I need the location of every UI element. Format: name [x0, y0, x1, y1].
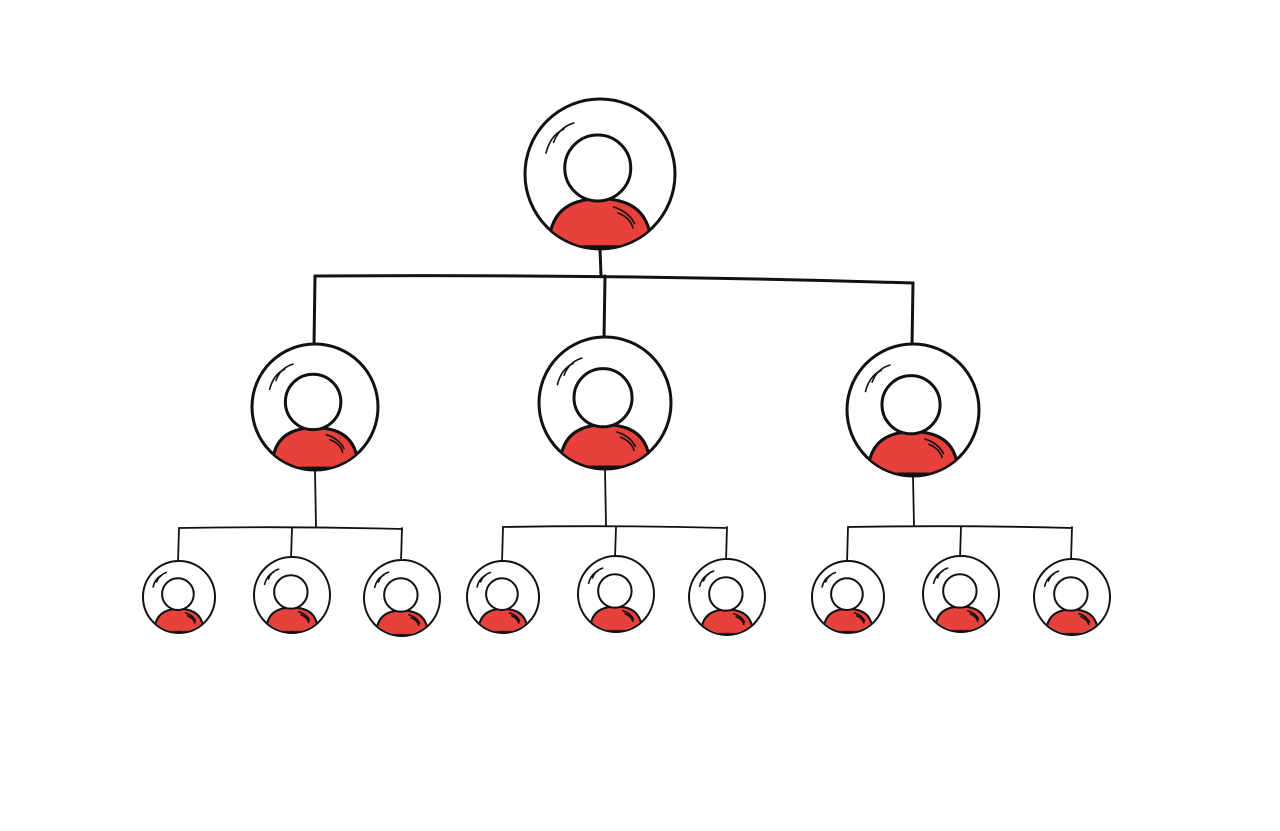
- gloss-mark: [329, 438, 344, 454]
- gloss-mark: [928, 443, 943, 459]
- gloss-mark: [735, 615, 745, 626]
- gloss-mark: [556, 362, 575, 386]
- gloss-mark: [1078, 612, 1091, 623]
- person-avatar-icon: [688, 558, 766, 636]
- connector-drop: [614, 526, 617, 559]
- gloss-mark: [508, 612, 521, 622]
- gloss-mark: [268, 368, 286, 391]
- gloss-mark: [617, 212, 634, 229]
- gloss-mark: [325, 433, 345, 450]
- avatar-head: [273, 574, 309, 610]
- gloss-mark: [864, 369, 883, 393]
- gloss-mark: [263, 571, 275, 586]
- gloss-mark: [821, 574, 832, 588]
- gloss-mark: [300, 613, 310, 624]
- person-avatar-icon: [577, 555, 655, 633]
- connector-lines: [177, 247, 1073, 564]
- connector-drop: [177, 527, 180, 564]
- gloss-mark: [855, 614, 865, 624]
- connector-trunk: [598, 247, 603, 277]
- person-avatar-icon: [1033, 558, 1111, 636]
- connector-bar: [178, 526, 403, 530]
- gloss-mark: [624, 612, 634, 623]
- connector-drop: [602, 274, 607, 341]
- gloss-mark: [298, 610, 311, 621]
- avatar-head: [383, 577, 419, 613]
- connector-bar: [502, 525, 728, 529]
- avatar-head: [485, 577, 519, 611]
- gloss-mark: [967, 609, 980, 620]
- person-avatar-icon: [250, 342, 380, 472]
- gloss-mark: [545, 128, 565, 154]
- connector-drop: [1070, 526, 1073, 562]
- connector-drop: [846, 526, 849, 564]
- avatar-head: [563, 133, 633, 203]
- person-avatar-icon: [253, 556, 331, 634]
- connector-drop: [400, 527, 403, 563]
- connector-bar: [313, 274, 915, 285]
- gloss-mark: [1043, 573, 1055, 588]
- gloss-mark: [616, 431, 637, 448]
- person-avatar-icon: [811, 560, 885, 634]
- gloss-mark: [186, 614, 196, 624]
- connector-bar: [847, 525, 1073, 529]
- gloss-mark: [408, 613, 421, 624]
- person-avatar-icon: [537, 335, 673, 471]
- avatar-head: [880, 374, 942, 436]
- avatar-head: [597, 573, 633, 609]
- connector-trunk: [604, 468, 607, 527]
- avatar-head: [830, 577, 864, 611]
- avatar-head: [708, 576, 744, 612]
- gloss-mark: [620, 436, 635, 452]
- gloss-mark: [152, 574, 163, 588]
- gloss-mark: [373, 574, 385, 589]
- connector-trunk: [912, 475, 915, 527]
- gloss-mark: [587, 570, 599, 585]
- org-nodes: [142, 97, 1111, 637]
- gloss-mark: [924, 438, 945, 455]
- avatar-head: [283, 372, 343, 432]
- connector-drop: [290, 527, 293, 560]
- connector-trunk: [314, 469, 317, 528]
- connector-drop: [959, 526, 962, 559]
- gloss-mark: [698, 573, 710, 588]
- gloss-mark: [510, 614, 520, 624]
- avatar-head: [1053, 576, 1089, 612]
- connector-drop: [910, 281, 915, 348]
- gloss-mark: [932, 570, 944, 585]
- person-avatar-icon: [466, 560, 540, 634]
- avatar-head: [942, 573, 978, 609]
- avatar-head: [572, 367, 634, 429]
- gloss-mark: [969, 612, 979, 623]
- person-avatar-icon: [922, 555, 1000, 633]
- gloss-mark: [410, 616, 420, 627]
- gloss-mark: [853, 612, 866, 622]
- person-avatar-icon: [142, 560, 216, 634]
- person-avatar-icon: [845, 342, 981, 478]
- gloss-mark: [1080, 615, 1090, 626]
- gloss-mark: [612, 206, 636, 225]
- connector-drop: [312, 274, 317, 348]
- avatar-head: [161, 577, 195, 611]
- connector-drop: [725, 526, 728, 562]
- person-avatar-icon: [363, 559, 441, 637]
- gloss-mark: [622, 609, 635, 620]
- gloss-mark: [733, 612, 746, 623]
- gloss-mark: [184, 612, 197, 622]
- connector-drop: [501, 526, 504, 564]
- person-avatar-icon: [523, 97, 677, 251]
- gloss-mark: [476, 574, 487, 588]
